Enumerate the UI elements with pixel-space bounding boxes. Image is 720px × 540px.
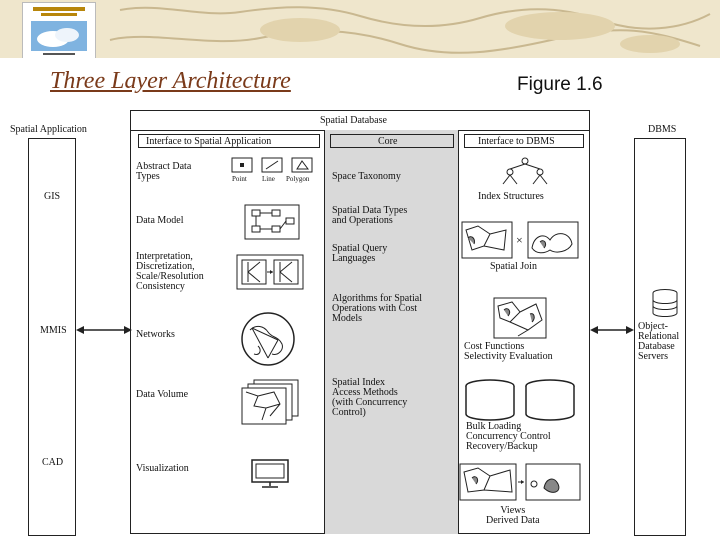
monitor-icon [251,459,289,488]
dbms-column [634,138,686,536]
adt-label-point: Point [232,175,247,183]
spatial-application-column [28,138,76,536]
core-item-spatial-index: Spatial Index Access Methods (with Concu… [332,377,408,418]
database-server-icon [652,289,678,317]
svg-text:×: × [516,233,523,247]
core-item-spatial-data-types: Spatial Data Types and Operations [332,205,408,226]
core-item-spatial-query-languages: Spatial Query Languages [332,243,388,264]
adt-label-polygon: Polygon [286,175,310,183]
interface-app-header: Interface to Spatial Application [146,136,272,147]
dbms-item-bulk-loading: Bulk Loading Concurrency Control Recover… [466,421,551,452]
dbms-item-cost-functions: Cost Functions Selectivity Evaluation [464,341,553,362]
interface-dbms-header: Interface to DBMS [478,136,555,147]
app-item-gis: GIS [44,191,61,202]
disk-cylinders-icon [465,379,575,421]
adt-label-line: Line [262,175,275,183]
page-title: Three Layer Architecture [50,68,291,94]
discretization-icon [236,254,304,290]
cost-function-map-icon [493,297,547,339]
architecture-diagram: Spatial Application GIS MMIS CAD Spatial… [0,108,720,540]
app-item-mmis: MMIS [40,325,67,336]
core-header: Core [378,136,398,147]
map-background-icon [0,0,720,58]
item-networks: Networks [136,329,175,340]
core-right-divider [458,130,459,534]
header-banner [0,0,720,58]
item-visualization: Visualization [136,463,189,474]
double-arrow-icon [76,326,132,334]
app-item-cad: CAD [42,457,64,468]
item-data-model: Data Model [136,215,184,226]
stacked-maps-icon [241,379,299,425]
core-column [324,130,458,534]
dbms-item-spatial-join: Spatial Join [490,261,537,272]
dbms-server-label: Object- Relational Database Servers [638,321,680,362]
views-maps-icon [459,463,581,501]
spatial-database-title: Spatial Database [320,115,387,126]
double-arrow-icon [590,326,634,334]
interface-dbms-header-box [464,134,584,148]
core-header-box [330,134,454,148]
core-item-space-taxonomy: Space Taxonomy [332,171,401,182]
index-tree-icon [502,157,548,185]
spatial-application-title: Spatial Application [10,124,87,135]
data-model-icon [244,204,300,240]
item-data-volume: Data Volume [136,389,189,400]
core-left-divider [324,130,325,534]
dbms-title: DBMS [648,124,677,135]
globe-network-icon [241,312,295,366]
dbms-item-views: Views Derived Data [486,505,540,526]
core-item-algorithms: Algorithms for Spatial Operations with C… [332,293,422,324]
spatial-join-icon: × [461,221,579,259]
interface-app-header-box [138,134,320,148]
figure-label: Figure 1.6 [517,74,603,95]
dbms-item-index-structures: Index Structures [478,191,544,202]
point-line-polygon-icon [231,157,313,173]
logo [22,2,96,58]
item-interpretation: Interpretation, Discretization, Scale/Re… [136,251,204,292]
item-abstract-data-types: Abstract Data Types [136,161,192,182]
